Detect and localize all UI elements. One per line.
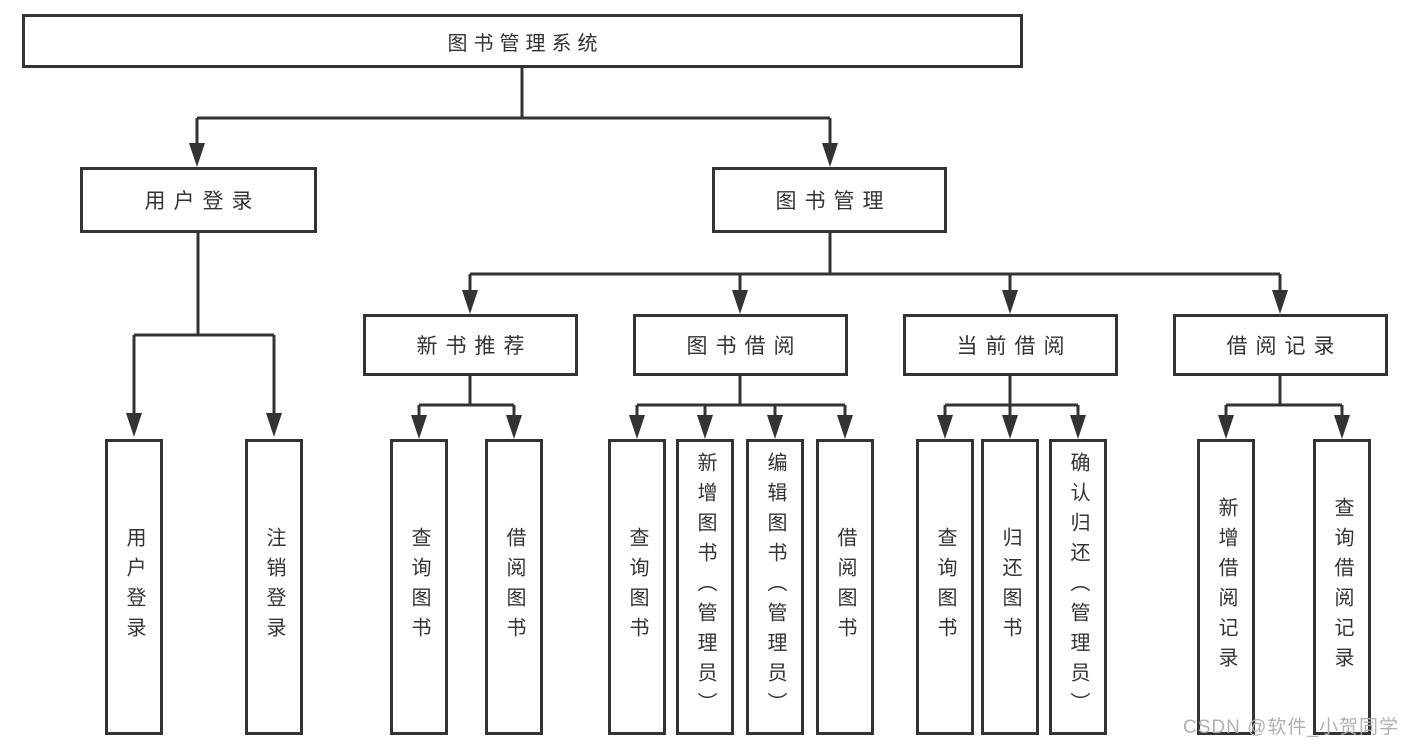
arrowheads [126, 143, 1350, 439]
leaf-add-book-admin: 新增图书（管理员） [676, 439, 734, 735]
node-book-borrow: 图书借阅 [633, 314, 848, 376]
leaf-query-borrow-record: 查询借阅记录 [1313, 439, 1371, 735]
leaf-return-book: 归还图书 [981, 439, 1039, 735]
node-user-login: 用户登录 [80, 167, 317, 233]
node-new-book-recommend: 新书推荐 [363, 314, 578, 376]
node-book-management: 图书管理 [712, 167, 947, 233]
leaf-query-book-recommend: 查询图书 [390, 439, 448, 735]
node-current-borrow: 当前借阅 [903, 314, 1118, 376]
leaf-borrow-book: 借阅图书 [816, 439, 874, 735]
leaf-confirm-return-admin: 确认归还（管理员） [1049, 439, 1107, 735]
node-library-management-system: 图书管理系统 [22, 14, 1023, 68]
node-borrow-records: 借阅记录 [1173, 314, 1388, 376]
leaf-logout: 注销登录 [245, 439, 303, 735]
leaf-user-login: 用户登录 [105, 439, 163, 735]
leaf-query-book-borrow: 查询图书 [608, 439, 666, 735]
leaf-edit-book-admin: 编辑图书（管理员） [746, 439, 804, 735]
leaf-query-book-current: 查询图书 [916, 439, 974, 735]
watermark: CSDN @软件_小贺同学 [1183, 717, 1399, 738]
leaf-add-borrow-record: 新增借阅记录 [1197, 439, 1255, 735]
leaf-borrow-book-recommend: 借阅图书 [485, 439, 543, 735]
